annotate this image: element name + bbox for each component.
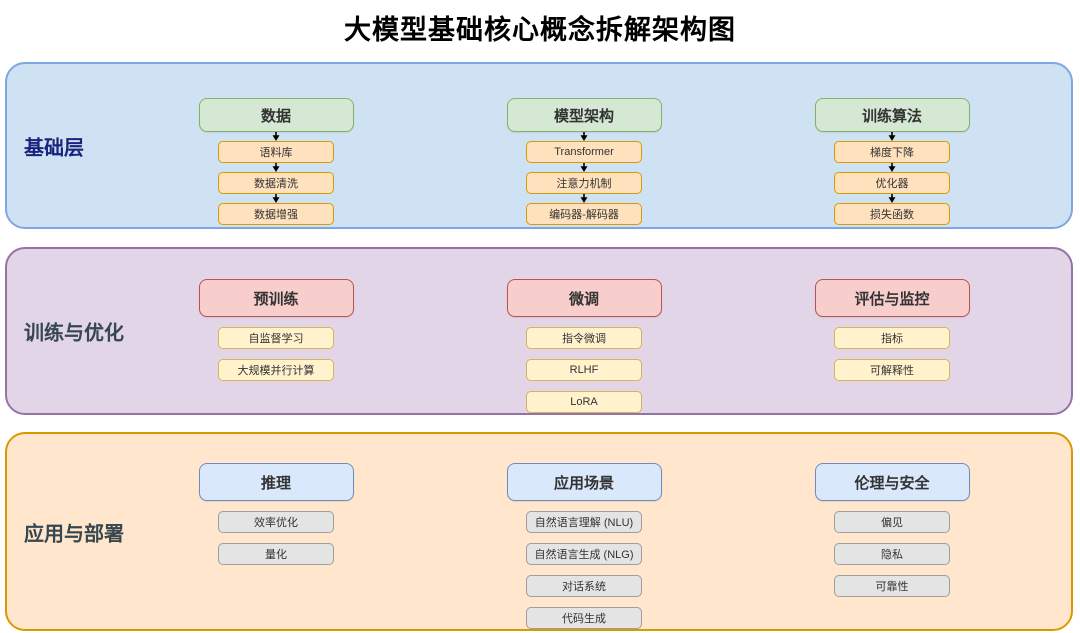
node-child: 量化	[218, 543, 334, 565]
node-header: 模型架构	[506, 98, 662, 132]
node-header: 数据	[198, 98, 354, 132]
node-child: 效率优化	[218, 511, 334, 533]
column-finetuning: 微调 指令微调 RLHF LoRA	[504, 279, 664, 413]
node-child: 自然语言生成 (NLG)	[526, 543, 642, 565]
band-label: 基础层	[24, 137, 84, 159]
node-child: 代码生成	[526, 607, 642, 629]
node-header: 微调	[506, 279, 662, 317]
node-child: 大规模并行计算	[218, 359, 334, 381]
node-header: 推理	[198, 463, 354, 501]
column-inference: 推理 效率优化 量化	[196, 463, 356, 565]
arrow-down-icon	[579, 194, 589, 203]
band-label: 训练与优化	[24, 322, 124, 345]
node-child: 语料库	[218, 141, 334, 163]
node-child: 梯度下降	[834, 141, 950, 163]
arrow-down-icon	[579, 132, 589, 141]
node-child: RLHF	[526, 359, 642, 381]
node-child: 编码器-解码器	[526, 203, 642, 225]
node-child: 隐私	[834, 543, 950, 565]
page-title: 大模型基础核心概念拆解架构图	[344, 15, 736, 45]
arrow-down-icon	[271, 194, 281, 203]
node-child: 损失函数	[834, 203, 950, 225]
node-header: 训练算法	[814, 98, 970, 132]
column-pretraining: 预训练 自监督学习 大规模并行计算	[196, 279, 356, 381]
band-foundation-layer: 基础层 数据 语料库 数据清洗 数据增强 模型架构 Transformer 注意…	[5, 62, 1073, 229]
node-header: 应用场景	[506, 463, 662, 501]
column-data: 数据 语料库 数据清洗 数据增强	[196, 98, 356, 225]
column-evaluation-monitoring: 评估与监控 指标 可解释性	[812, 279, 972, 381]
node-child: 优化器	[834, 172, 950, 194]
band-application-deployment: 应用与部署 推理 效率优化 量化 应用场景 自然语言理解 (NLU) 自然语言生…	[5, 432, 1073, 631]
arrow-down-icon	[887, 132, 897, 141]
arrow-down-icon	[271, 132, 281, 141]
column-ethics-safety: 伦理与安全 偏见 隐私 可靠性	[812, 463, 972, 597]
band-training-optimization: 训练与优化 预训练 自监督学习 大规模并行计算 微调 指令微调 RLHF LoR…	[5, 247, 1073, 415]
arrow-down-icon	[887, 163, 897, 172]
node-child: 指标	[834, 327, 950, 349]
column-application-scenarios: 应用场景 自然语言理解 (NLU) 自然语言生成 (NLG) 对话系统 代码生成	[504, 463, 664, 629]
node-header: 预训练	[198, 279, 354, 317]
node-child: 偏见	[834, 511, 950, 533]
node-child: 自然语言理解 (NLU)	[526, 511, 642, 533]
node-child: 可靠性	[834, 575, 950, 597]
node-child: 数据清洗	[218, 172, 334, 194]
node-header: 评估与监控	[814, 279, 970, 317]
node-header: 伦理与安全	[814, 463, 970, 501]
node-child: 自监督学习	[218, 327, 334, 349]
node-child: 对话系统	[526, 575, 642, 597]
node-child: 数据增强	[218, 203, 334, 225]
node-child: 注意力机制	[526, 172, 642, 194]
column-model-architecture: 模型架构 Transformer 注意力机制 编码器-解码器	[504, 98, 664, 225]
node-child: LoRA	[526, 391, 642, 413]
node-child: Transformer	[526, 141, 642, 163]
arrow-down-icon	[579, 163, 589, 172]
node-child: 可解释性	[834, 359, 950, 381]
column-training-algorithms: 训练算法 梯度下降 优化器 损失函数	[812, 98, 972, 225]
arrow-down-icon	[887, 194, 897, 203]
node-child: 指令微调	[526, 327, 642, 349]
arrow-down-icon	[271, 163, 281, 172]
band-label: 应用与部署	[24, 523, 124, 545]
